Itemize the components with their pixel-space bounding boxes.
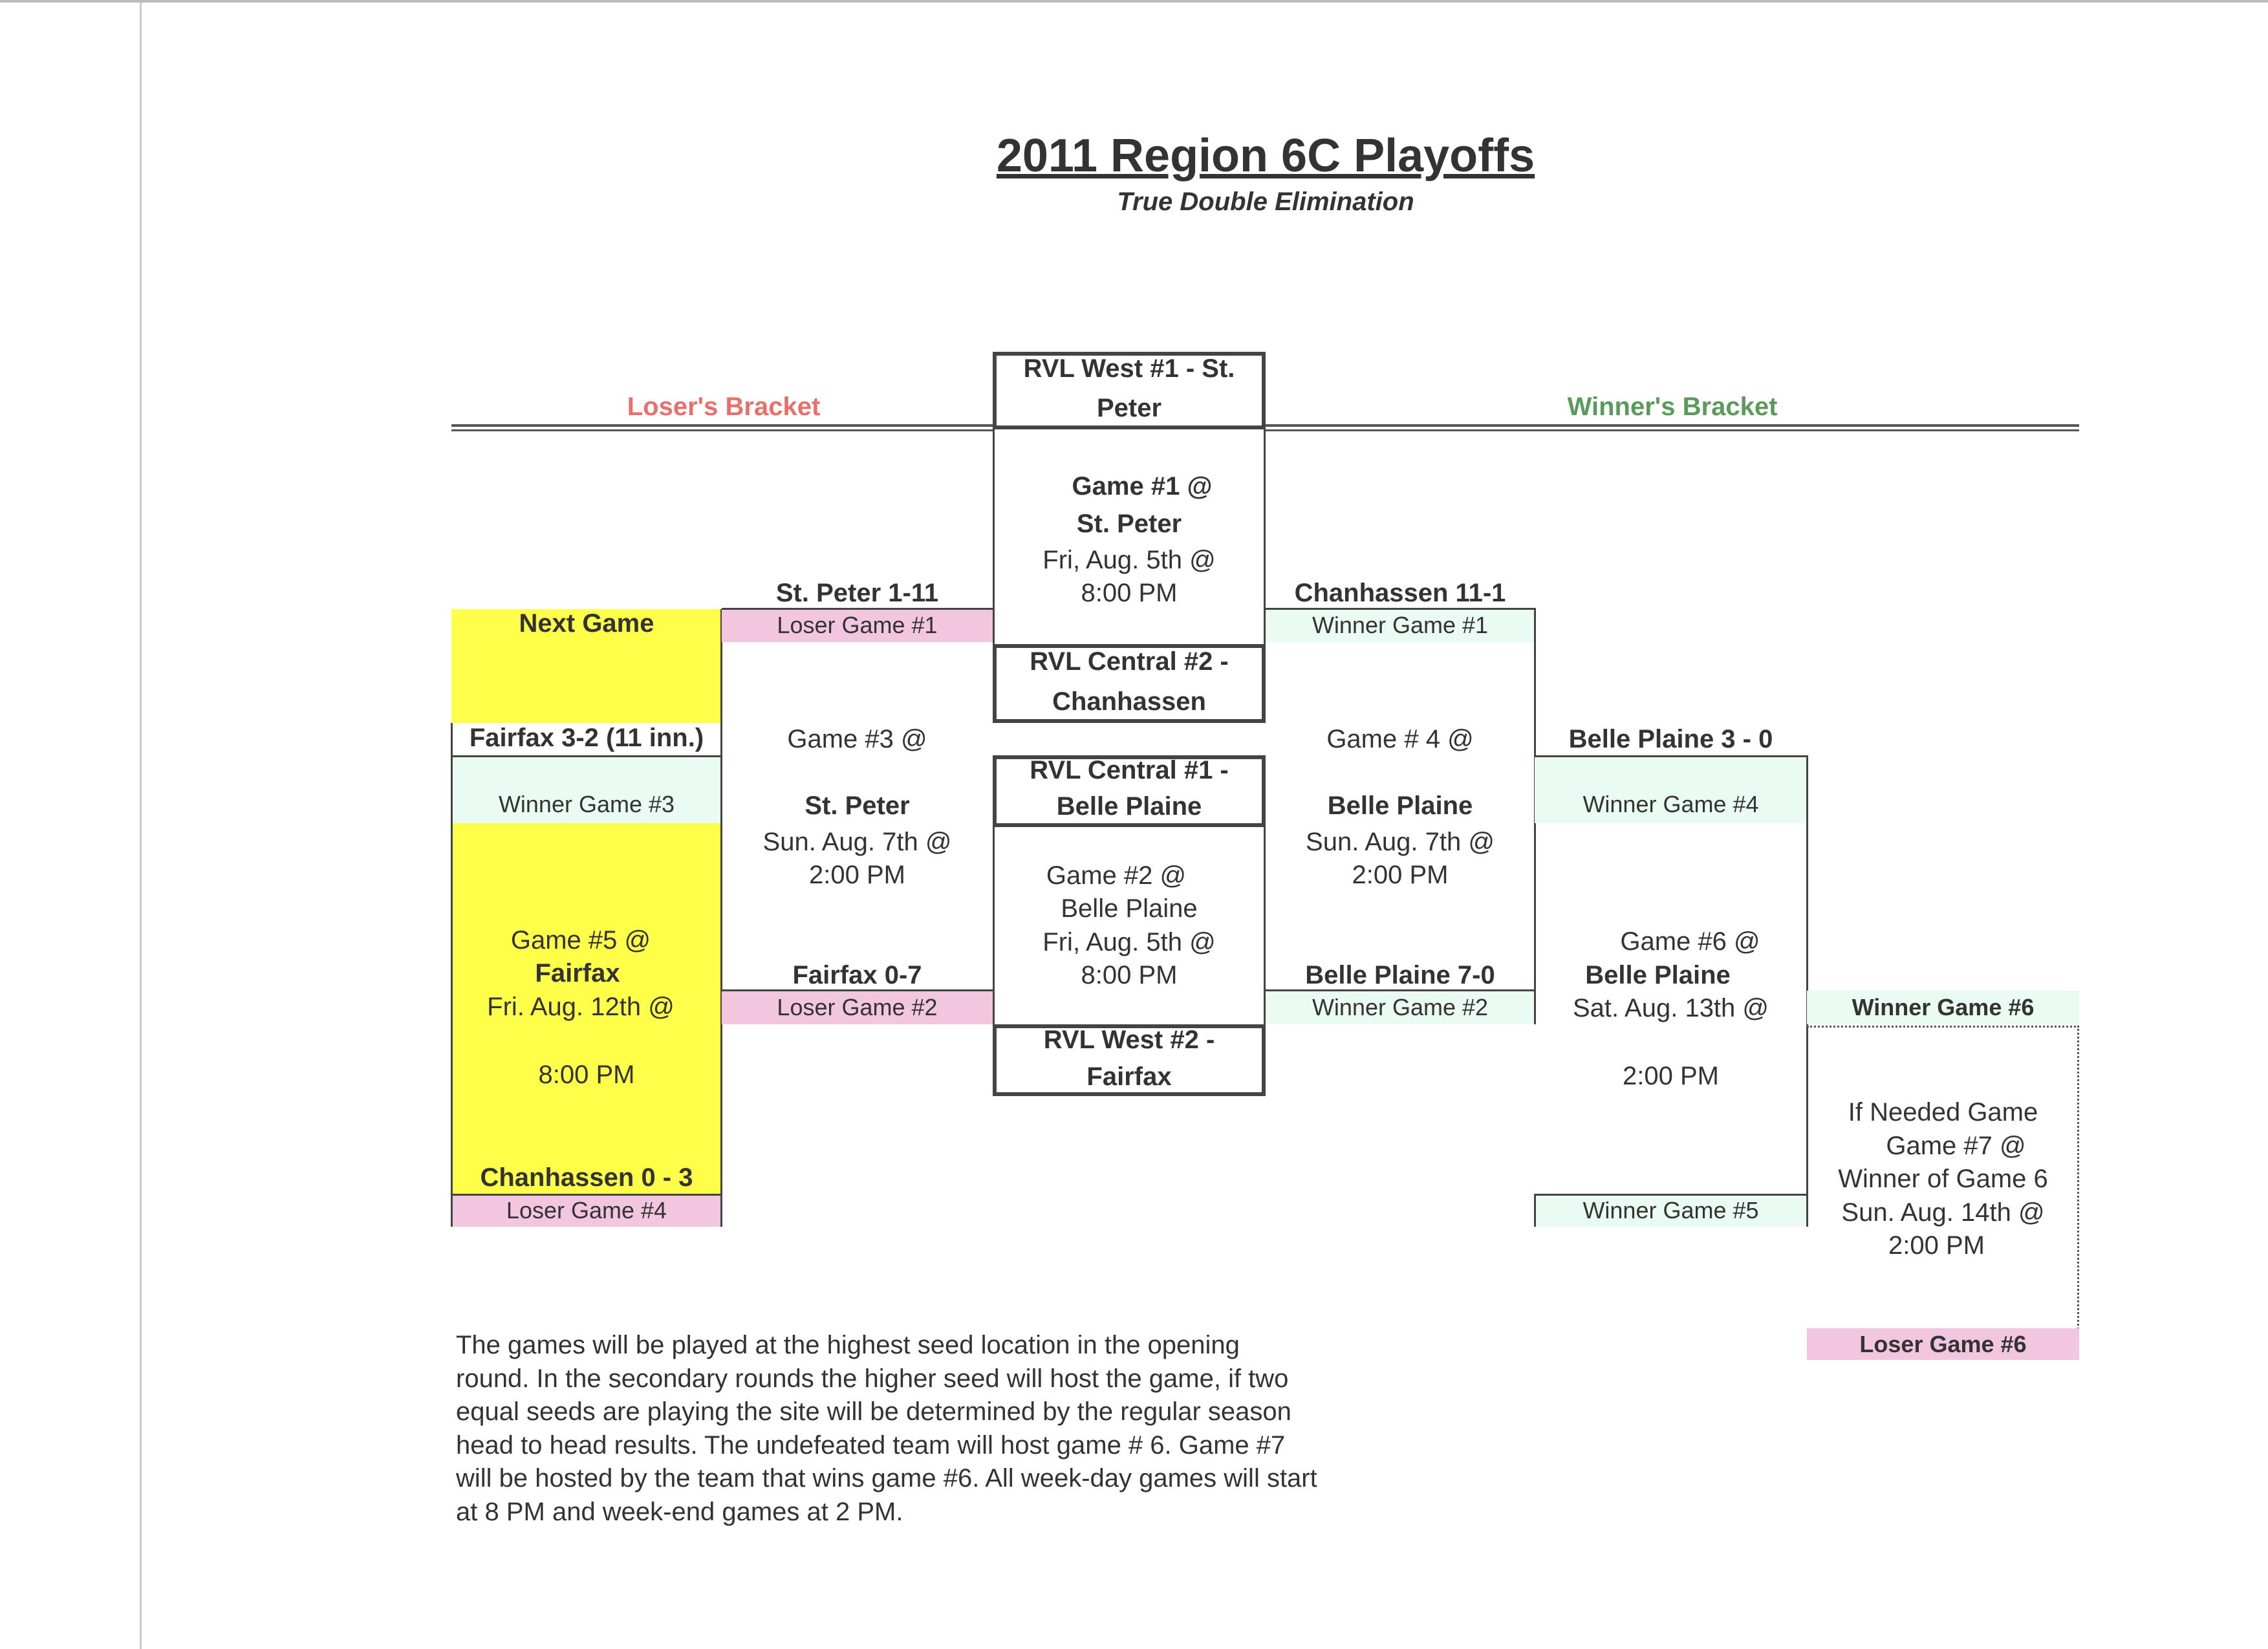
game6-time: 2:00 PM bbox=[1623, 1062, 1719, 1090]
loser-game2-label: Loser Game #2 bbox=[777, 994, 938, 1020]
game2-time: 8:00 PM bbox=[1081, 961, 1178, 989]
game2-date: Fri, Aug. 5th @ bbox=[1042, 928, 1216, 956]
bracket-line bbox=[1535, 1194, 1807, 1196]
game7-date: Sun. Aug. 14th @ bbox=[1841, 1198, 2045, 1227]
game3-site: St. Peter bbox=[805, 792, 910, 820]
seed-west2-line2: Fairfax bbox=[1086, 1062, 1172, 1091]
seed-box-central2 bbox=[993, 644, 1266, 723]
bracket-line bbox=[1535, 755, 1807, 757]
notes-paragraph: The games will be played at the highest … bbox=[456, 1329, 1317, 1529]
game7-site: Winner of Game 6 bbox=[1838, 1165, 2048, 1193]
game3-date: Sun. Aug. 7th @ bbox=[762, 828, 952, 856]
next-game-label: Next Game bbox=[519, 609, 654, 638]
notes-line: The games will be played at the highest … bbox=[456, 1331, 1240, 1359]
winner-game1-label: Winner Game #1 bbox=[1312, 612, 1489, 638]
loser-game4-slot bbox=[451, 1195, 722, 1227]
game1-site: St. Peter bbox=[1076, 510, 1182, 538]
winner-game6-slot bbox=[1807, 991, 2079, 1024]
seed-central2-line2: Chanhassen bbox=[1052, 687, 1206, 716]
game6-date: Sat. Aug. 13th @ bbox=[1572, 994, 1769, 1022]
notes-line: at 8 PM and week-end games at 2 PM. bbox=[456, 1497, 903, 1526]
header-divider-right bbox=[1264, 424, 2079, 431]
game1-time: 8:00 PM bbox=[1081, 579, 1178, 607]
game2-site: Belle Plaine bbox=[1061, 894, 1198, 923]
notes-line: will be hosted by the team that wins gam… bbox=[456, 1464, 1317, 1493]
game5-title: Game #5 @ bbox=[510, 926, 651, 954]
game4-date: Sun. Aug. 7th @ bbox=[1306, 828, 1495, 856]
winner-game6-label: Winner Game #6 bbox=[1852, 994, 2035, 1020]
game5-highlight-top bbox=[451, 609, 722, 723]
result-belle-plaine-7-0: Belle Plaine 7-0 bbox=[1305, 961, 1495, 989]
game5-site: Fairfax bbox=[535, 959, 620, 987]
seed-box-central1 bbox=[993, 755, 1266, 827]
losers-bracket-label: Loser's Bracket bbox=[627, 393, 821, 421]
winner-game5-slot bbox=[1535, 1195, 1807, 1227]
seed-central1-line2: Belle Plaine bbox=[1056, 792, 1202, 821]
seed-central2-line1: RVL Central #2 - bbox=[1030, 647, 1229, 676]
winner-game4-label: Winner Game #4 bbox=[1582, 791, 1759, 817]
scan-edge-left bbox=[140, 0, 142, 1649]
bracket-line bbox=[1534, 1194, 1536, 1227]
game4-site: Belle Plaine bbox=[1327, 792, 1473, 820]
seed-west1-line2: Peter bbox=[1096, 394, 1162, 422]
game3-title: Game #3 @ bbox=[787, 725, 927, 753]
page-title: 2011 Region 6C Playoffs bbox=[996, 130, 1535, 182]
game7-time: 2:00 PM bbox=[1888, 1231, 1985, 1260]
seed-west2-line1: RVL West #2 - bbox=[1043, 1026, 1215, 1054]
seed-box-west2 bbox=[993, 1024, 1266, 1096]
winner-game2-label: Winner Game #2 bbox=[1312, 994, 1489, 1020]
seed-west1-line1: RVL West #1 - St. bbox=[1023, 354, 1235, 383]
game4-time: 2:00 PM bbox=[1352, 861, 1449, 889]
loser-game1-label: Loser Game #1 bbox=[777, 612, 938, 638]
winner-game4-slot bbox=[1535, 757, 1807, 823]
seed-box-west1 bbox=[993, 352, 1266, 429]
game5-date: Fri. Aug. 12th @ bbox=[487, 993, 675, 1021]
game5-highlight-bottom bbox=[451, 823, 722, 1195]
winner-game2-slot bbox=[1266, 991, 1535, 1024]
bracket-line bbox=[722, 989, 993, 991]
winner-game3-slot bbox=[451, 757, 722, 823]
game6-title: Game #6 @ bbox=[1620, 927, 1760, 956]
bracket-line bbox=[451, 755, 722, 757]
winner-game1-slot bbox=[1266, 609, 1535, 642]
loser-game2-slot bbox=[722, 991, 993, 1024]
game4-title: Game # 4 @ bbox=[1326, 725, 1474, 753]
winners-bracket-label: Winner's Bracket bbox=[1567, 393, 1778, 421]
loser-game6-slot bbox=[1807, 1328, 2079, 1360]
seed-central1-line1: RVL Central #1 - bbox=[1030, 756, 1229, 784]
winner-game5-label: Winner Game #5 bbox=[1582, 1197, 1759, 1223]
result-fairfax-3-2: Fairfax 3-2 (11 inn.) bbox=[469, 724, 704, 752]
bracket-line bbox=[720, 609, 722, 1227]
bracket-line bbox=[722, 608, 993, 610]
result-fairfax-0-7: Fairfax 0-7 bbox=[792, 961, 922, 989]
result-belle-plaine-3-0: Belle Plaine 3 - 0 bbox=[1568, 725, 1773, 753]
result-st-peter-1-11: St. Peter 1-11 bbox=[775, 579, 939, 607]
game2-title: Game #2 @ bbox=[1046, 861, 1187, 890]
result-chanhassen-0-3: Chanhassen 0 - 3 bbox=[480, 1163, 693, 1192]
game7-title: Game #7 @ bbox=[1886, 1132, 2026, 1160]
game1-date: Fri, Aug. 5th @ bbox=[1042, 546, 1216, 574]
winner-game3-label: Winner Game #3 bbox=[498, 791, 675, 817]
scan-edge-top bbox=[0, 0, 2268, 3]
loser-game4-label: Loser Game #4 bbox=[506, 1197, 667, 1223]
game7-if-needed: If Needed Game bbox=[1848, 1098, 2038, 1126]
loser-game1-slot bbox=[722, 609, 993, 642]
notes-line: round. In the secondary rounds the highe… bbox=[456, 1364, 1289, 1393]
game5-time: 8:00 PM bbox=[538, 1061, 635, 1089]
notes-line: head to head results. The undefeated tea… bbox=[456, 1430, 1286, 1460]
game3-time: 2:00 PM bbox=[809, 861, 905, 889]
bracket-line bbox=[1266, 608, 1535, 610]
bracket-line bbox=[451, 1194, 722, 1196]
game6-site: Belle Plaine bbox=[1585, 961, 1731, 989]
game1-title: Game #1 @ bbox=[1072, 472, 1213, 501]
page-subtitle: True Double Elimination bbox=[1117, 188, 1414, 216]
bracket-line bbox=[451, 723, 453, 1227]
notes-line: equal seeds are playing the site will be… bbox=[456, 1397, 1291, 1426]
bracket-line bbox=[1266, 989, 1535, 991]
loser-game6-label: Loser Game #6 bbox=[1859, 1331, 2027, 1357]
header-divider-left bbox=[451, 424, 995, 431]
result-chanhassen-11-1: Chanhassen 11-1 bbox=[1294, 579, 1506, 607]
